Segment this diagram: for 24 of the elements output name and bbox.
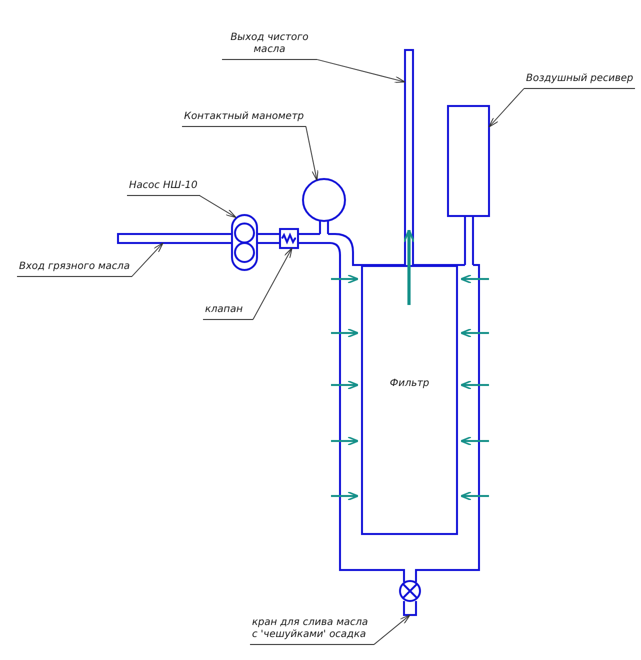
pressure-gauge: [302, 178, 346, 235]
leader-line: [199, 195, 236, 218]
valve-symbol: [279, 228, 299, 249]
leader-line: [131, 242, 164, 277]
callout-label: кран для слива масла с 'чешуйками' осадка: [250, 617, 374, 645]
drain-cock-symbol: [399, 580, 421, 616]
leader-line: [252, 248, 292, 320]
leader-line: [488, 88, 524, 128]
callout-label: Вход грязного масла: [17, 261, 132, 277]
flow-arrow: [403, 229, 415, 305]
callout-label: Контактный манометр: [182, 111, 306, 127]
callout-label: Воздушный ресивер: [524, 73, 636, 89]
callout-label: Выход чистого масла: [222, 32, 317, 60]
outlet-pipe: [404, 49, 414, 266]
inlet-pipe: [117, 233, 233, 244]
leader-line: [305, 126, 318, 181]
callout-label: клапан: [203, 304, 253, 320]
filter-element: [361, 265, 458, 535]
air-receiver-tank: [447, 105, 490, 266]
callout-label: Насос НШ-10: [127, 180, 200, 196]
leader-line: [316, 59, 406, 83]
gear-pump-symbol: [231, 214, 258, 271]
leader-line: [374, 614, 410, 645]
filter-label: Фильтр: [390, 378, 430, 390]
